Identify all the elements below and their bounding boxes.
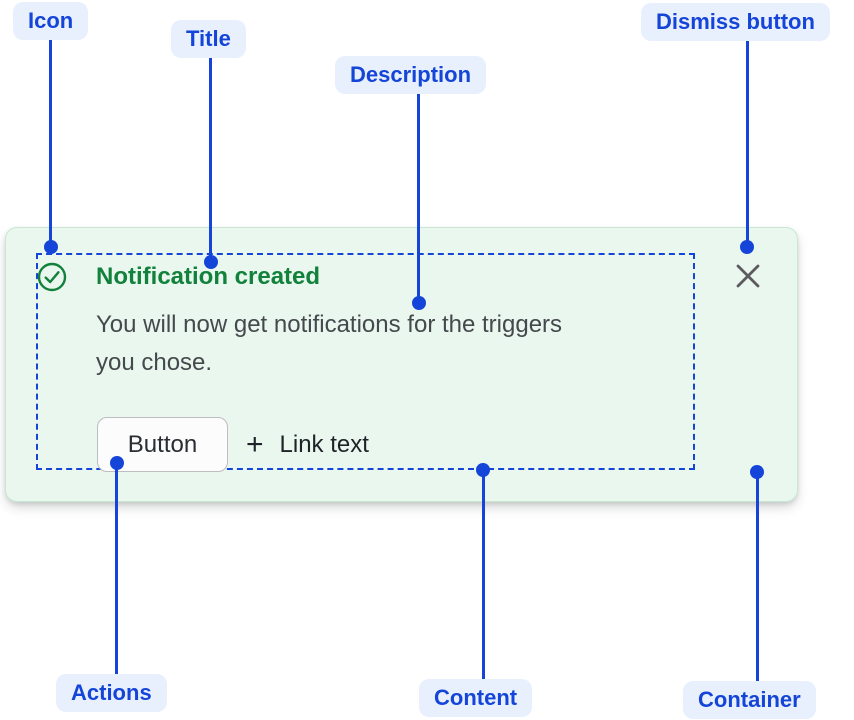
flag-description: You will now get notifications for the t…	[96, 306, 562, 382]
anchor-dot-content	[476, 463, 490, 477]
annotation-label-actions: Actions	[56, 674, 167, 712]
close-x-icon	[736, 264, 760, 288]
leader-line-description	[417, 94, 420, 303]
leader-line-actions	[115, 463, 118, 674]
anchor-dot-icon	[44, 240, 58, 254]
dismiss-button[interactable]	[733, 261, 763, 291]
flag-action-button[interactable]: Button	[97, 417, 228, 472]
annotation-label-description: Description	[335, 56, 487, 94]
leader-line-title	[209, 58, 212, 262]
flag-description-line1: You will now get notifications for the t…	[96, 311, 563, 338]
check-circle-icon	[37, 262, 67, 292]
annotation-label-container: Container	[683, 681, 816, 719]
leader-line-container	[756, 472, 759, 681]
flag-link[interactable]: + Link text	[246, 417, 369, 472]
content-region-outline	[36, 253, 695, 470]
flag-description-line2: you chose.	[96, 349, 213, 376]
anchor-dot-description	[412, 296, 426, 310]
annotation-label-title: Title	[171, 20, 246, 58]
flag-link-label: Link text	[279, 430, 369, 458]
annotation-label-icon: Icon	[13, 2, 89, 40]
annotation-label-dismiss-button: Dismiss button	[641, 3, 830, 41]
leader-line-dismiss-button	[746, 41, 749, 247]
leader-line-icon	[49, 40, 52, 247]
plus-icon: +	[246, 427, 264, 461]
leader-line-content	[482, 470, 485, 679]
annotation-label-content: Content	[419, 679, 533, 717]
anchor-dot-dismiss-button	[740, 240, 754, 254]
anchor-dot-container	[750, 465, 764, 479]
anchor-dot-actions	[110, 456, 124, 470]
anchor-dot-title	[204, 255, 218, 269]
